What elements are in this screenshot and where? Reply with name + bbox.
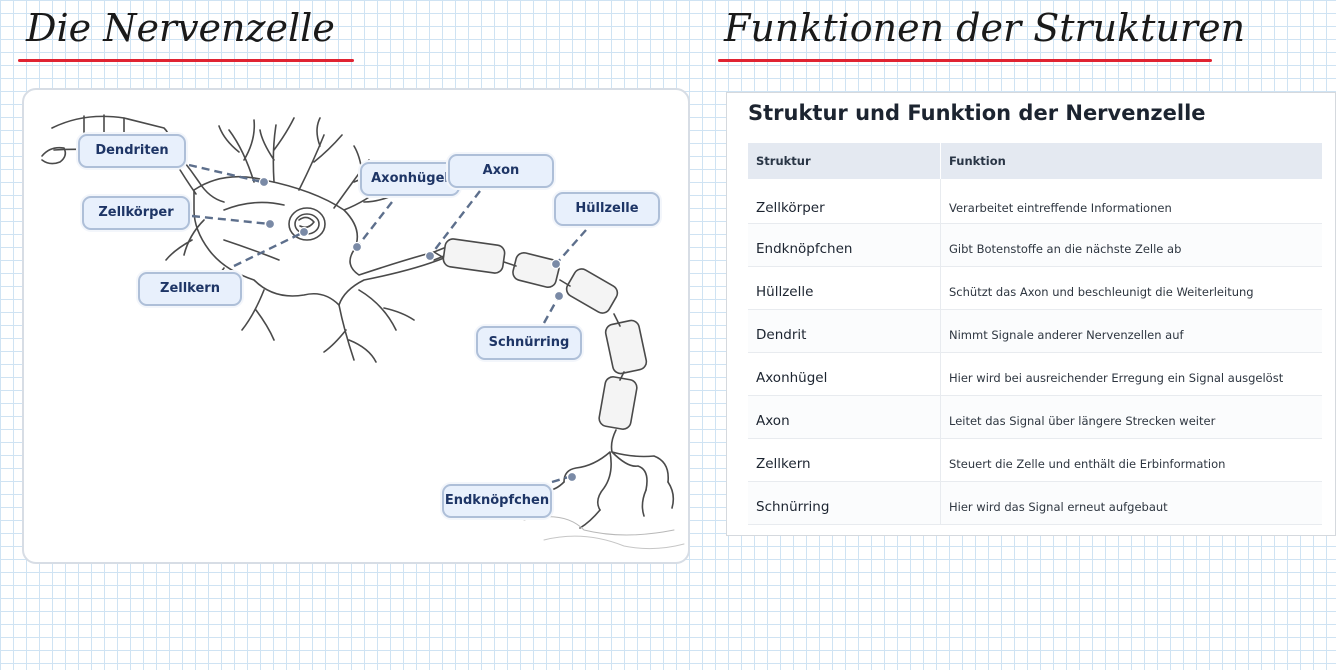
leader-zellkoerper	[191, 214, 271, 226]
label-huellzelle: Hüllzelle	[554, 192, 660, 226]
cell-struktur: Schnürring	[748, 481, 941, 525]
table-row: Zellkern Steuert die Zelle und enthält d…	[748, 438, 1322, 482]
leader-axonhuegel	[356, 201, 393, 248]
cell-struktur: Axon	[748, 395, 941, 439]
label-zellkoerper: Zellkörper	[82, 196, 190, 230]
cell-funktion: Steuert die Zelle und enthält die Erbinf…	[940, 438, 1322, 482]
cell-struktur: Hüllzelle	[748, 266, 941, 310]
cell-struktur: Dendrit	[748, 309, 941, 353]
label-axon: Axon	[448, 154, 554, 188]
diagram-heading-underline	[18, 59, 354, 62]
cell-struktur: Zellkörper	[748, 179, 941, 224]
cell-body	[193, 175, 445, 306]
leader-schnuerring	[542, 295, 561, 324]
table-row: Dendrit Nimmt Signale anderer Nervenzell…	[748, 309, 1322, 353]
neuron-diagram-panel: Dendriten Zellkörper Zellkern Axonhügel …	[22, 88, 690, 564]
diagram-heading: Die Nervenzelle	[26, 6, 335, 50]
table-row: Schnürring Hier wird das Signal erneut a…	[748, 481, 1322, 525]
label-zellkern: Zellkern	[138, 272, 242, 306]
table-row: Hüllzelle Schützt das Axon und beschleun…	[748, 266, 1322, 310]
myelin-sheath	[442, 238, 648, 430]
cell-funktion: Nimmt Signale anderer Nervenzellen auf	[940, 309, 1322, 353]
table-title: Struktur und Funktion der Nervenzelle	[748, 101, 1206, 125]
function-table-panel: Struktur und Funktion der Nervenzelle St…	[726, 92, 1336, 536]
table-header-row: Struktur Funktion	[748, 143, 1322, 179]
table-row: Axon Leitet das Signal über längere Stre…	[748, 395, 1322, 439]
axon-terminals	[543, 451, 675, 529]
column-header-funktion: Funktion	[940, 143, 1322, 179]
cell-funktion: Hier wird bei ausreichender Erregung ein…	[940, 352, 1322, 396]
leader-axon	[429, 190, 481, 257]
lower-dendrites	[323, 289, 415, 363]
table-heading: Funktionen der Strukturen	[724, 6, 1246, 50]
table-row: Endknöpfchen Gibt Botenstoffe an die näc…	[748, 223, 1322, 267]
cell-funktion: Gibt Botenstoffe an die nächste Zelle ab	[940, 223, 1322, 267]
cell-funktion: Schützt das Axon und beschleunigt die We…	[940, 266, 1322, 310]
cell-struktur: Zellkern	[748, 438, 941, 482]
leader-lines	[188, 163, 587, 484]
label-dendriten: Dendriten	[78, 134, 186, 168]
leader-huellzelle	[555, 229, 587, 265]
cell-funktion: Leitet das Signal über längere Strecken …	[940, 395, 1322, 439]
leader-dots	[258, 176, 578, 483]
cell-funktion: Verarbeitet eintreffende Informationen	[940, 179, 1322, 224]
table-row: Axonhügel Hier wird bei ausreichender Er…	[748, 352, 1322, 396]
table-heading-underline	[718, 59, 1212, 62]
dendrite-branches	[165, 117, 397, 341]
cell-struktur: Axonhügel	[748, 352, 941, 396]
leader-zellkern	[233, 231, 303, 268]
cell-funktion: Hier wird das Signal erneut aufgebaut	[940, 481, 1322, 525]
column-header-struktur: Struktur	[748, 143, 941, 179]
label-axonhuegel: Axonhügel	[360, 162, 460, 196]
label-endknoepfchen: Endknöpfchen	[442, 484, 552, 518]
table-row: Zellkörper Verarbeitet eintreffende Info…	[748, 179, 1322, 224]
cell-struktur: Endknöpfchen	[748, 223, 941, 267]
function-table: Struktur Funktion Zellkörper Verarbeitet…	[748, 143, 1322, 525]
label-schnuerring: Schnürring	[476, 326, 582, 360]
